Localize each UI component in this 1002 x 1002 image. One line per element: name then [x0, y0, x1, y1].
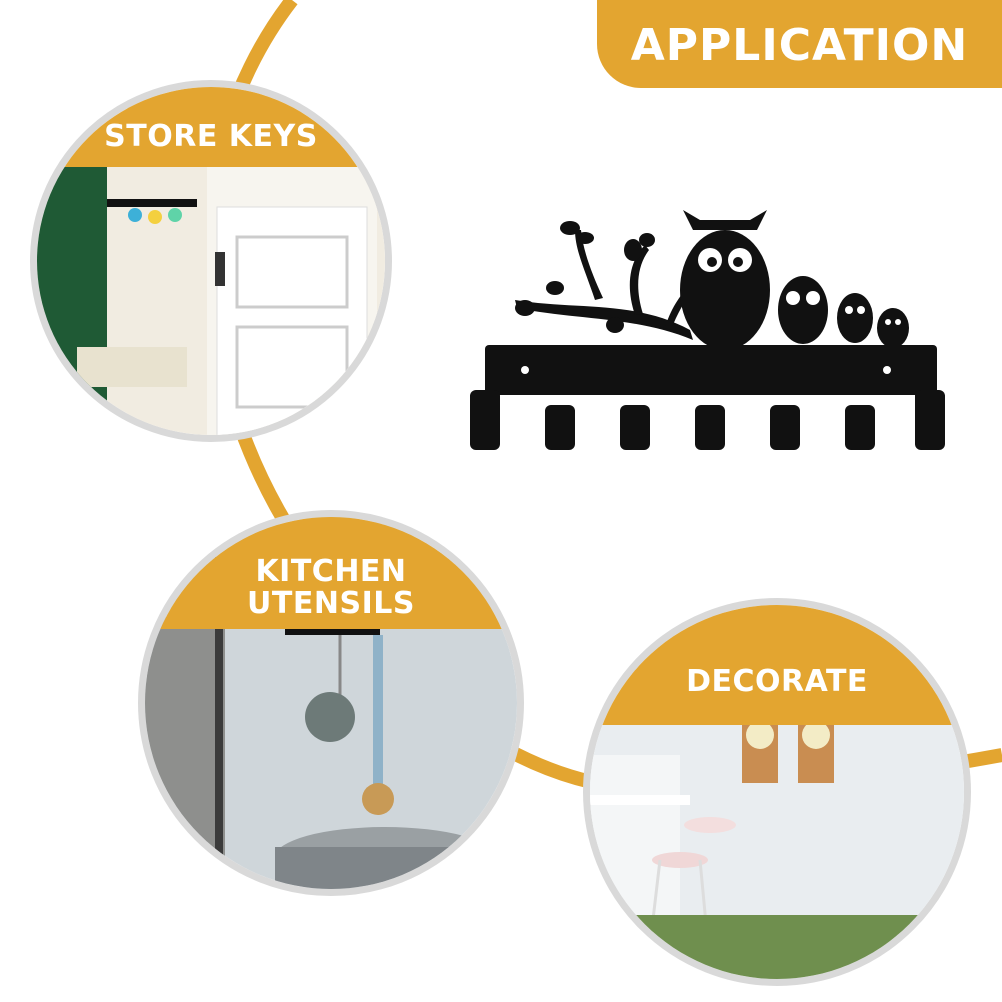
decorate-band	[590, 605, 964, 725]
application-title: APPLICATION	[630, 20, 969, 71]
store-keys-label: STORE KEYS	[104, 119, 318, 154]
kitchen-utensils-scene: KITCHEN UTENSILS	[138, 510, 524, 896]
kitchen-utensils-label-line2: UTENSILS	[247, 586, 415, 621]
store-keys-band	[37, 87, 385, 167]
owl-hook-rack-image	[470, 210, 945, 450]
store-keys-scene: STORE KEYS	[30, 80, 392, 442]
kitchen-utensils-label-line1: KITCHEN	[255, 554, 407, 589]
application-badge: APPLICATION	[597, 0, 1002, 88]
kitchen-utensils-band	[145, 517, 517, 629]
decorate-label: DECORATE	[686, 664, 868, 699]
decorate-scene: DECORATE	[583, 598, 971, 986]
